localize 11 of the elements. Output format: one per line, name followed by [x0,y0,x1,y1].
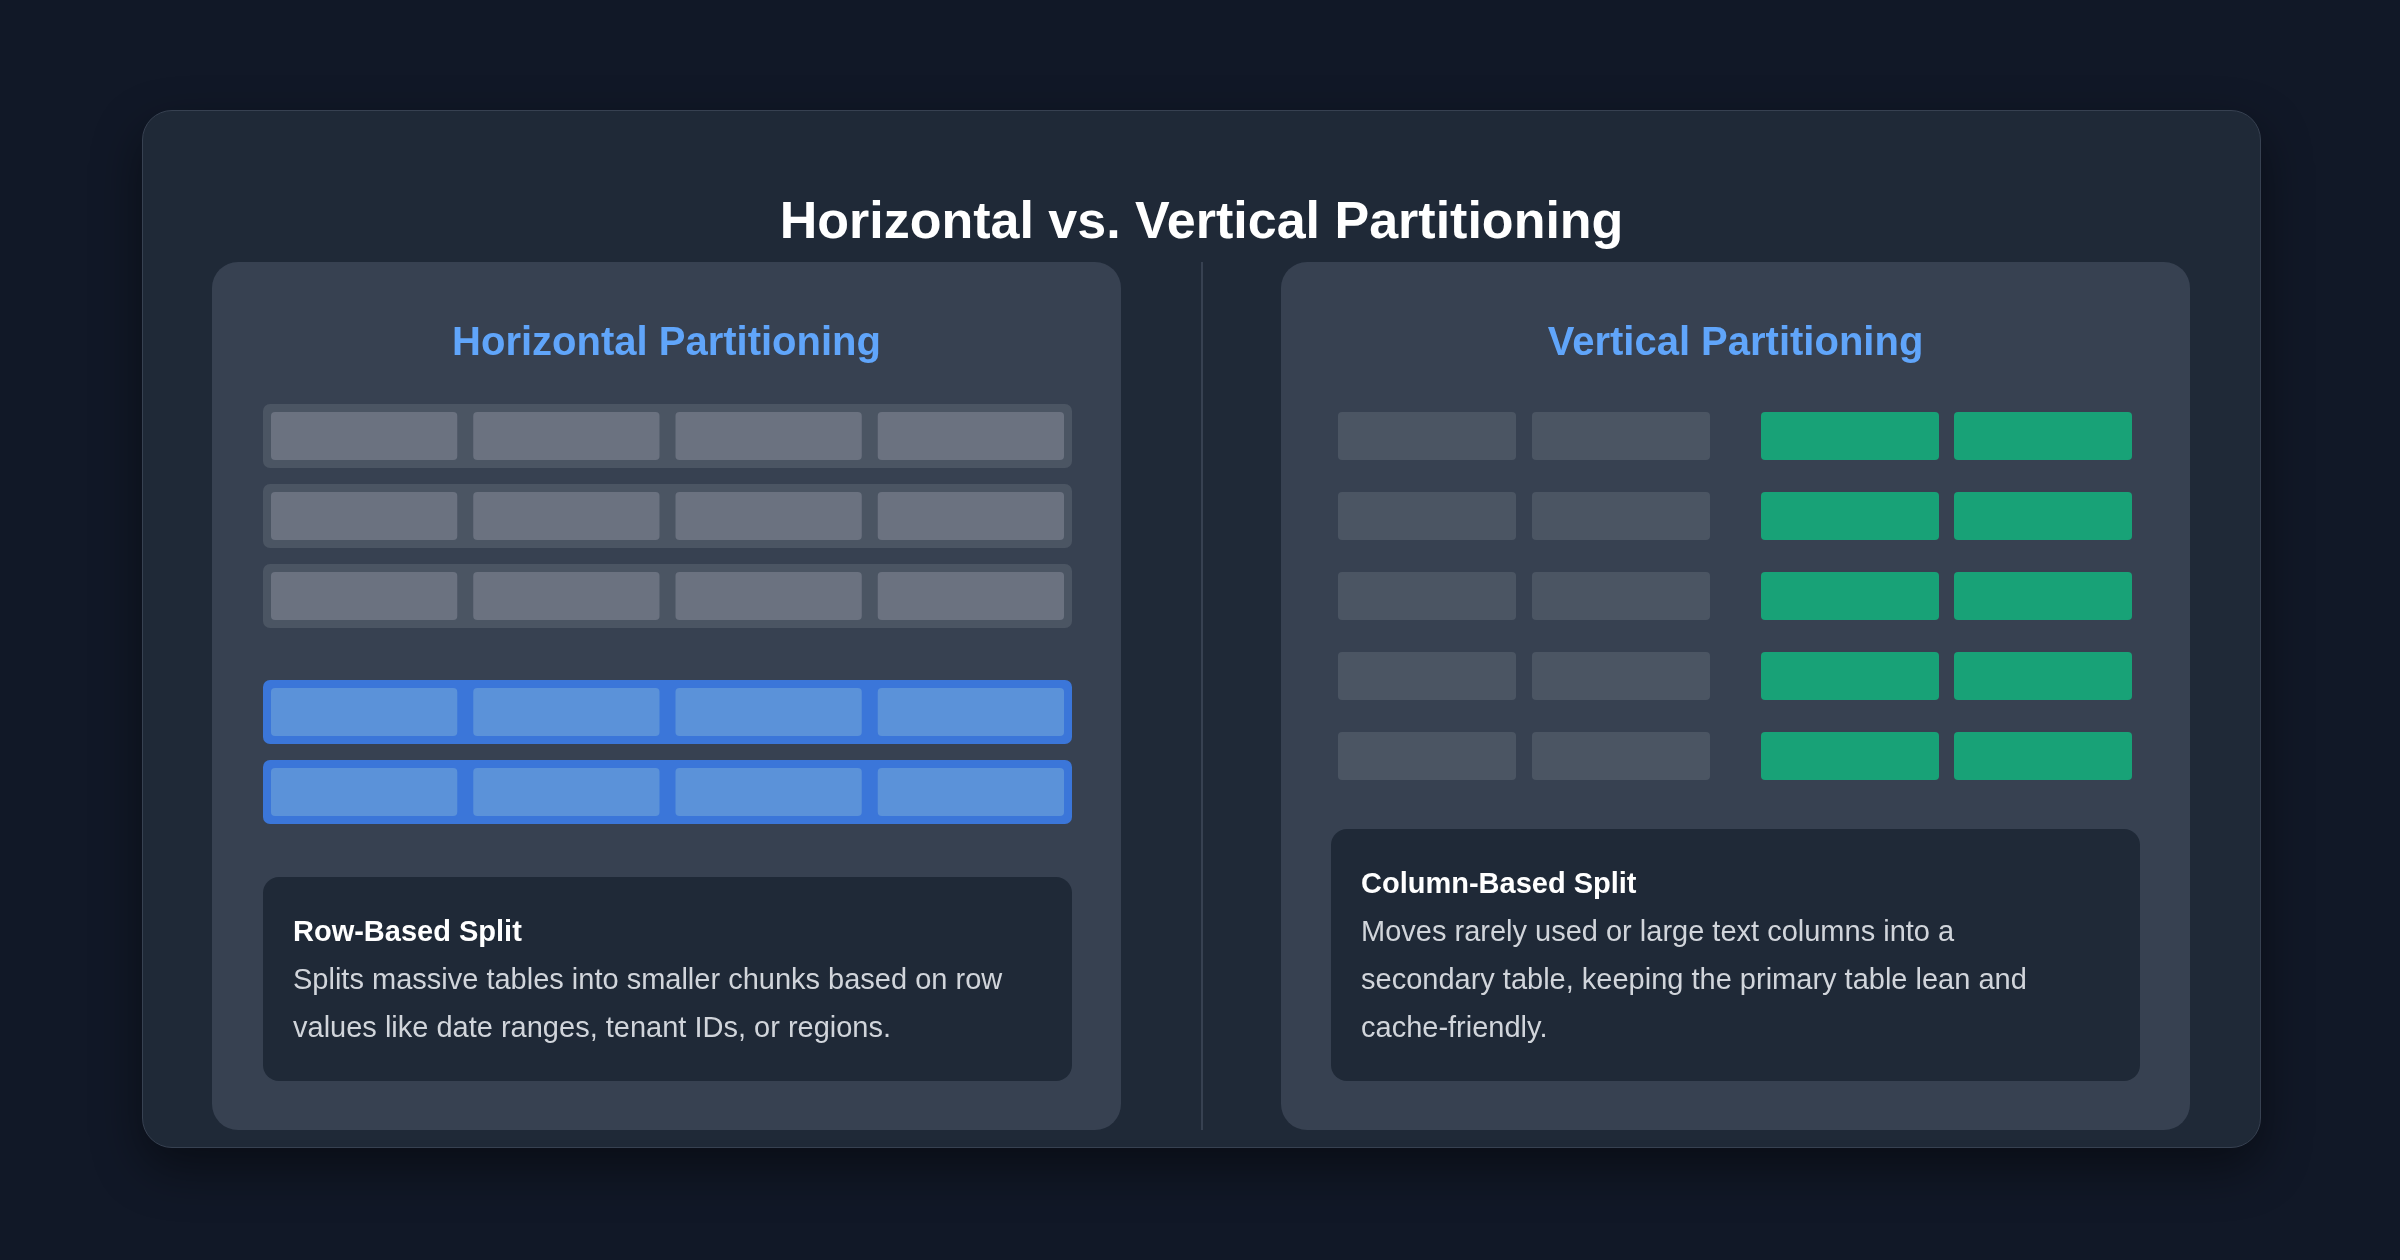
card-description: Moves rarely used or large text columns into a secondary table, keeping the primary table lean and cache-friendly. [1361,914,2028,1045]
card-heading: Row-Based Split [293,914,522,949]
description-card [1331,829,2140,1081]
partition-panel [212,262,1121,1130]
panel-heading: Vertical Partitioning [1547,318,1924,365]
diagram-title: Horizontal vs. Vertical Partitioning [779,190,1624,251]
description-card [263,877,1072,1081]
panel-heading: Horizontal Partitioning [452,318,881,365]
card-heading: Column-Based Split [1361,866,1637,901]
card-description: Splits massive tables into smaller chunks based on row values like date ranges, tenant IDs, or regions. [293,962,1004,1045]
partition-panel [1281,262,2190,1130]
